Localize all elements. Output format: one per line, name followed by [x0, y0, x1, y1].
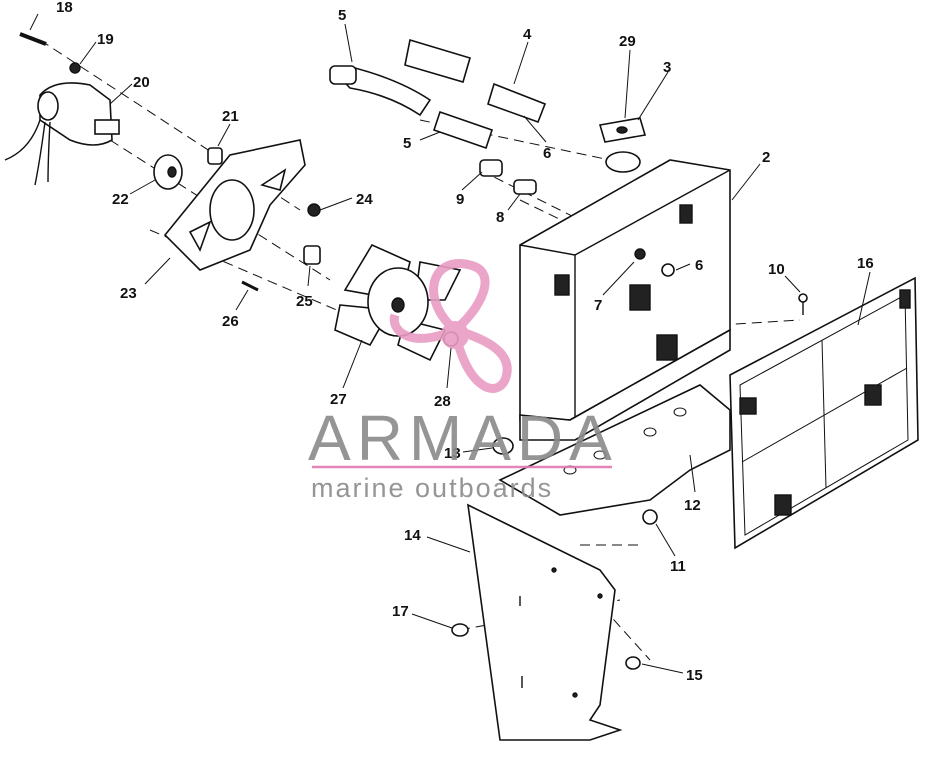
callout-28: 28 — [434, 393, 451, 410]
callout-12: 12 — [684, 497, 701, 514]
screw-10 — [798, 293, 808, 315]
callout-26: 26 — [222, 313, 239, 330]
callout-15: 15 — [686, 667, 703, 684]
callout-20: 20 — [133, 74, 150, 91]
callout-8: 8 — [496, 209, 504, 226]
armada-watermark: ARMADA marine outboards — [308, 259, 618, 503]
callout-5-upper: 5 — [338, 7, 346, 24]
spacer-21 — [207, 147, 223, 165]
callout-17: 17 — [392, 603, 409, 620]
spacer-8 — [513, 179, 537, 195]
callout-18: 18 — [56, 0, 73, 16]
callout-27: 27 — [330, 391, 347, 408]
callout-7: 7 — [594, 297, 602, 314]
callout-24: 24 — [356, 191, 373, 208]
callout-19: 19 — [97, 31, 114, 48]
spacer-25 — [303, 245, 321, 265]
callout-29: 29 — [619, 33, 636, 50]
bolt-15 — [625, 656, 641, 670]
fan-motor-20 — [4, 82, 120, 186]
nut-24 — [307, 203, 321, 217]
hose-5-upper — [329, 65, 432, 117]
callout-4: 5 — [403, 135, 411, 152]
base-tray-12 — [498, 384, 731, 516]
propeller-logo-icon — [389, 259, 512, 393]
bolt-18 — [19, 32, 47, 46]
callout-2: 3 — [663, 59, 671, 76]
callout-3: 4 — [523, 26, 532, 43]
callout-5-lower: 6 — [543, 145, 551, 162]
gasket-2 — [598, 117, 647, 143]
washer-7 — [634, 248, 646, 260]
radiator-cap-29 — [605, 151, 641, 173]
side-panel-14 — [467, 503, 623, 741]
callout-6: 6 — [695, 257, 703, 274]
nut-17 — [451, 623, 469, 637]
fitting-9 — [479, 159, 503, 177]
callout-1: 2 — [762, 149, 770, 166]
watermark-tagline: marine outboards — [311, 473, 553, 503]
mounting-bracket-23 — [163, 139, 306, 271]
screw-26 — [241, 280, 259, 292]
grommet-13 — [492, 437, 514, 455]
callout-22: 22 — [112, 191, 129, 208]
radiator-1 — [519, 159, 731, 441]
bolt-6 — [661, 263, 675, 277]
callout-11: 11 — [670, 558, 686, 575]
hose-4 — [432, 110, 494, 150]
watermark-brand: ARMADA — [308, 402, 618, 474]
nut-19 — [69, 62, 81, 74]
callout-14: 14 — [404, 527, 421, 544]
callout-16: 16 — [857, 255, 874, 272]
hub-22 — [153, 154, 183, 190]
callout-21: 21 — [222, 108, 239, 125]
fan-blade-27 — [334, 243, 462, 362]
callout-9: 9 — [456, 191, 464, 208]
leader-lines — [29, 13, 871, 674]
callout-25: 25 — [296, 293, 313, 310]
callout-10: 10 — [768, 261, 785, 278]
callout-23: 23 — [120, 285, 137, 302]
screen-panel-16 — [729, 276, 919, 550]
nut-11 — [642, 509, 658, 525]
callout-labels: 18 19 20 21 22 23 24 25 26 27 28 5 4 5 6… — [56, 0, 874, 684]
hose-3 — [404, 38, 547, 124]
callout-13: 13 — [444, 445, 461, 462]
